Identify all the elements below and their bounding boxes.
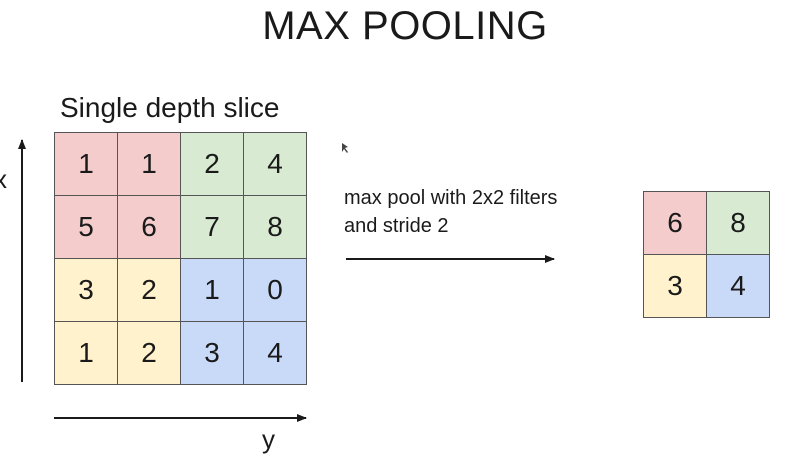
x-axis-label: x [0, 164, 7, 194]
operation-line-1: max pool with 2x2 filters [344, 187, 558, 209]
output-grid-cell: 6 [644, 192, 707, 255]
y-axis-label: y [262, 424, 275, 454]
input-grid-caption: Single depth slice [60, 92, 280, 123]
input-grid-cell: 6 [118, 196, 181, 259]
output-grid-cell: 8 [707, 192, 770, 255]
input-grid-cell: 5 [55, 196, 118, 259]
input-grid-cell: 1 [55, 133, 118, 196]
input-grid-cell: 4 [244, 133, 307, 196]
input-grid-cell: 1 [118, 133, 181, 196]
input-grid-cell: 3 [181, 322, 244, 385]
diagram-title: MAX POOLING [262, 4, 548, 48]
input-grid-cell: 0 [244, 259, 307, 322]
input-grid-cell: 8 [244, 196, 307, 259]
input-grid-cell: 1 [55, 322, 118, 385]
operation-line-2: and stride 2 [344, 215, 449, 237]
input-grid-cell: 7 [181, 196, 244, 259]
input-grid-cell: 2 [118, 259, 181, 322]
input-grid-cell: 2 [181, 133, 244, 196]
output-grid-cell: 3 [644, 255, 707, 318]
input-grid-cell: 1 [181, 259, 244, 322]
operation-description: max pool with 2x2 filters and stride 2 [344, 184, 557, 240]
input-grid-cell: 4 [244, 322, 307, 385]
input-grid-cell: 2 [118, 322, 181, 385]
input-grid-cell: 3 [55, 259, 118, 322]
cursor-pointer [342, 143, 348, 153]
output-grid-cell: 4 [707, 255, 770, 318]
